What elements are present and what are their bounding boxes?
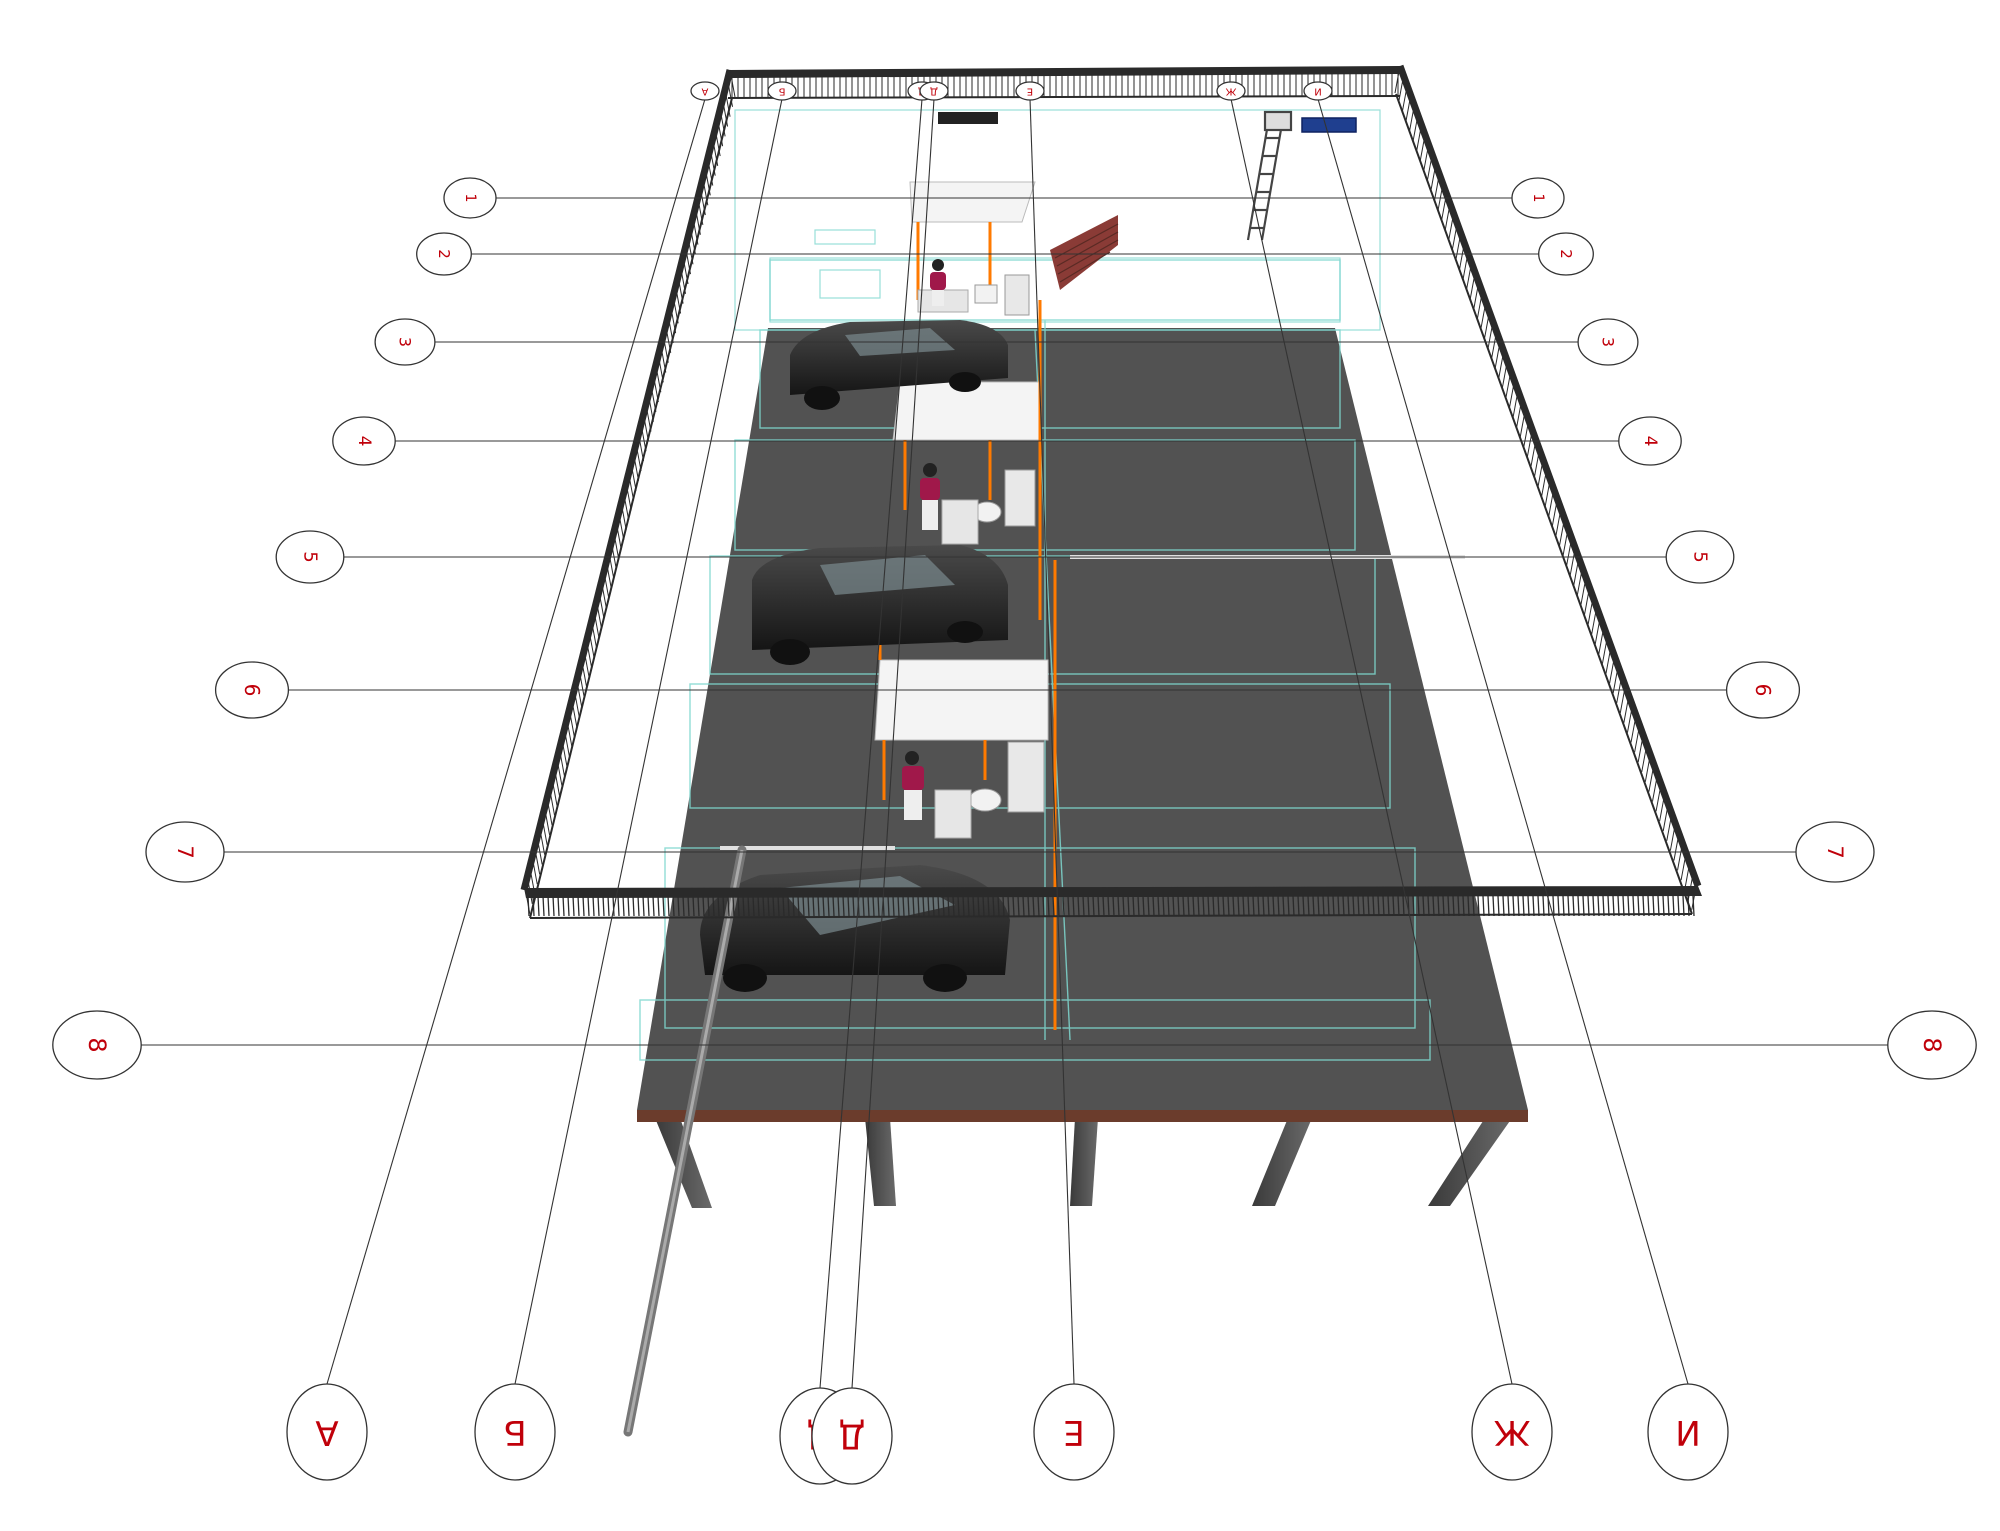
column-axis-bubble: А [286, 1383, 368, 1481]
row-axis-bubble-left: 2 [416, 232, 472, 276]
column-axis-bubble-label: Е [1063, 1412, 1084, 1452]
column-axis-bubble-top-label: Ж [1225, 86, 1236, 97]
rooftop-outlines [734, 109, 1381, 331]
column-axis-bubble-top-label: А [701, 86, 708, 97]
row-axis-bubble-left: 3 [374, 318, 436, 366]
bathroom-module-1 [909, 181, 1036, 316]
person [902, 751, 924, 820]
row-axis-bubble-right-label: 5 [1690, 551, 1711, 562]
column-axis-bubble-top: Е [1015, 81, 1045, 101]
column-axis-line [326, 98, 706, 1385]
pillar [1070, 1118, 1098, 1206]
railing-right [1396, 64, 1702, 888]
pillar [865, 1118, 896, 1206]
row-axis-bubble-left-label: 3 [396, 337, 415, 347]
column-axis-bubble-top-label: Б [778, 86, 785, 97]
car [752, 545, 1008, 665]
column-axis-bubble-top-label: И [1314, 86, 1321, 97]
railing-front [524, 886, 1702, 919]
column-axis-bubble-label: Д [839, 1416, 866, 1456]
column-axis-bubble: Б [474, 1383, 556, 1481]
bathroom-module-3 [874, 659, 1049, 839]
bathroom-module-2 [892, 381, 1041, 545]
column-axis-bubble-top: Ж [1216, 81, 1246, 101]
row-axis-bubble-left-label: 1 [462, 194, 478, 203]
row-axis-bubble-right: 5 [1665, 530, 1735, 584]
row-axis-bubble-right: 4 [1618, 416, 1682, 466]
column-axis-bubble-label: Б [503, 1412, 526, 1452]
row-axis-bubble-right: 3 [1577, 318, 1639, 366]
column-axis-bubble-top: И [1303, 81, 1333, 101]
row-axis-bubble-right-label: 4 [1640, 436, 1660, 447]
row-axis-bubble-left-label: 4 [354, 436, 374, 447]
pillar [1428, 1118, 1512, 1206]
column-axis-line [851, 98, 935, 1389]
pillar [1252, 1118, 1312, 1206]
railing-back [727, 66, 1404, 99]
row-axis-bubble-left: 5 [275, 530, 345, 584]
row-axis-bubble-right: 1 [1511, 177, 1565, 219]
column-axis-bubble: И [1647, 1383, 1729, 1481]
car [790, 320, 1008, 410]
row-axis-bubble-left-label: 5 [300, 551, 321, 562]
railing-left [520, 69, 734, 891]
row-axis-bubble-left-label: 8 [83, 1037, 111, 1052]
column-axis-line [514, 98, 783, 1385]
column-axis-bubble-label: Ж [1494, 1412, 1531, 1452]
column-axis-bubble: Д [811, 1387, 893, 1485]
row-axis-bubble-left-label: 7 [173, 845, 197, 858]
row-axis-bubble-right-label: 8 [1918, 1037, 1946, 1052]
column-axis-bubble-top: А [690, 81, 720, 101]
row-axis-bubble-left: 1 [443, 177, 497, 219]
solar-panel [1301, 117, 1357, 133]
row-axis-bubble-left-label: 2 [435, 249, 453, 259]
row-axis-bubble-right: 6 [1725, 661, 1801, 719]
column-axis-bubble-top: Д [919, 81, 949, 101]
row-axis-bubble-left-label: 6 [240, 684, 264, 697]
row-axis-bubble-left: 8 [52, 1010, 142, 1080]
parking-slab [637, 259, 1528, 1122]
row-axis-bubble-right-label: 2 [1557, 249, 1575, 259]
ladder [1246, 110, 1293, 241]
row-axis-bubble-right-label: 6 [1751, 684, 1775, 697]
grid-axis-bubbles: 1122334455667788АБДДЕЖИАБДДЕЖИ [52, 81, 1977, 1485]
column-axis-line [1230, 98, 1513, 1385]
column-axis-bubble: Ж [1471, 1383, 1553, 1481]
row-axis-bubble-right: 7 [1795, 821, 1875, 883]
row-axis-bubble-left: 6 [214, 661, 290, 719]
column-axis-bubble-label: И [1675, 1412, 1700, 1452]
support-pillars [655, 1118, 1512, 1208]
row-axis-bubble-right-label: 7 [1823, 845, 1847, 858]
person [920, 463, 940, 530]
column-axis-line [1317, 98, 1689, 1385]
row-axis-bubble-right: 2 [1538, 232, 1594, 276]
person [930, 259, 946, 306]
row-axis-bubble-left: 4 [332, 416, 396, 466]
car [700, 865, 1010, 992]
column-axis-line [819, 98, 923, 1389]
grid-axis-lines [131, 98, 1898, 1389]
row-axis-bubble-left: 7 [145, 821, 225, 883]
column-axis-bubble-label: А [315, 1412, 338, 1452]
column-axis-line [1029, 98, 1075, 1385]
column-axis-bubble-top-label: Е [1027, 86, 1033, 97]
column-axis-bubble-top: Б [767, 81, 797, 101]
column-axis-bubble: Е [1033, 1383, 1115, 1481]
column-axis-bubble-top-label: Д [930, 86, 938, 97]
row-axis-bubble-right: 8 [1887, 1010, 1977, 1080]
row-axis-bubble-right-label: 1 [1530, 194, 1546, 203]
asphalt-surface [637, 328, 1528, 1110]
staircase [1050, 215, 1119, 290]
row-axis-bubble-right-label: 3 [1599, 337, 1618, 347]
roof-vent [938, 112, 998, 124]
